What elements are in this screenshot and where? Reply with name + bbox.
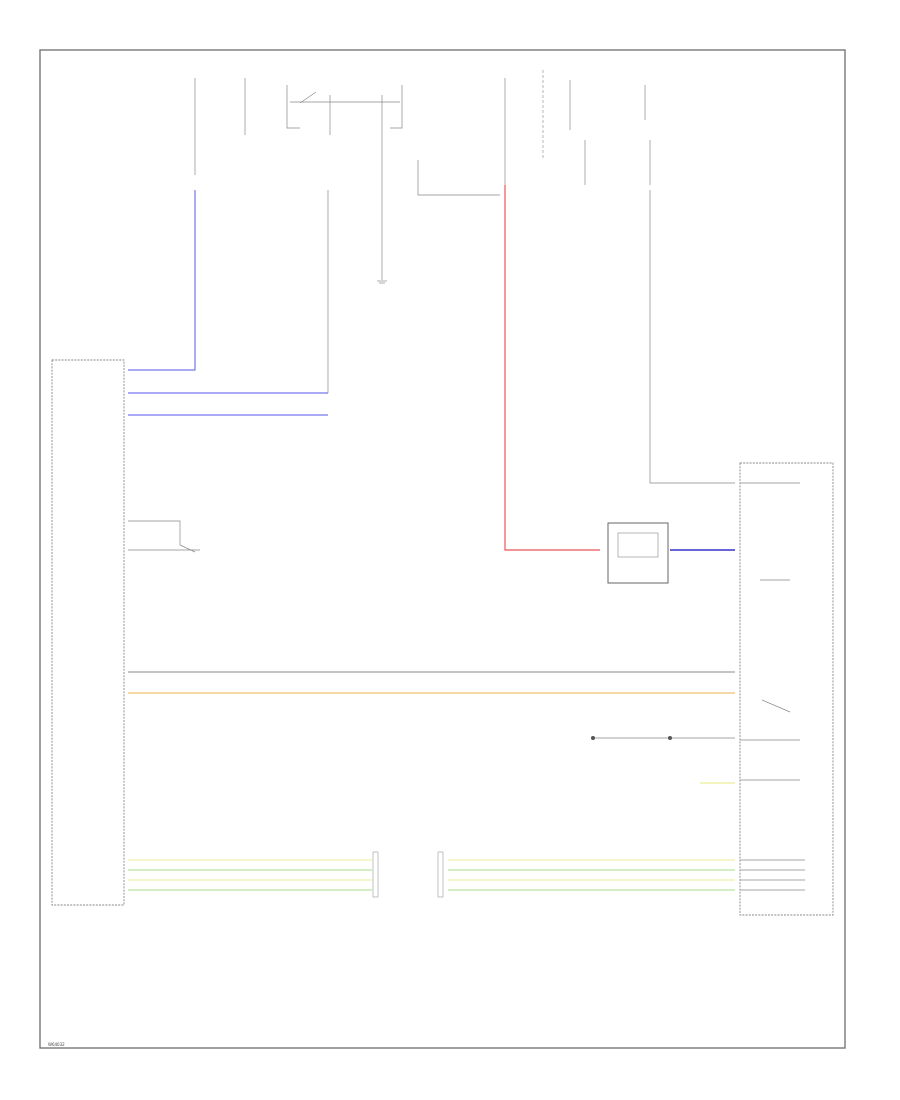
splice-dot-icon bbox=[591, 736, 672, 740]
diagram-id: W64032 bbox=[48, 1042, 65, 1047]
diagram-frame bbox=[39, 49, 846, 1049]
top-fuse-area bbox=[194, 70, 651, 284]
gray-wire-ground bbox=[128, 520, 200, 553]
gray-wire-right bbox=[649, 190, 800, 484]
ground-icon bbox=[377, 280, 387, 284]
left-module-box bbox=[51, 359, 125, 906]
blue-wire-top bbox=[128, 190, 196, 371]
connector-pin-icon bbox=[372, 851, 444, 898]
relay-switch-icon bbox=[740, 579, 800, 781]
red-wire bbox=[504, 185, 600, 551]
module-box-icon bbox=[607, 522, 669, 584]
right-bus-stubs bbox=[740, 859, 805, 891]
right-module-box bbox=[739, 462, 834, 916]
data-bus-wires bbox=[128, 859, 735, 891]
